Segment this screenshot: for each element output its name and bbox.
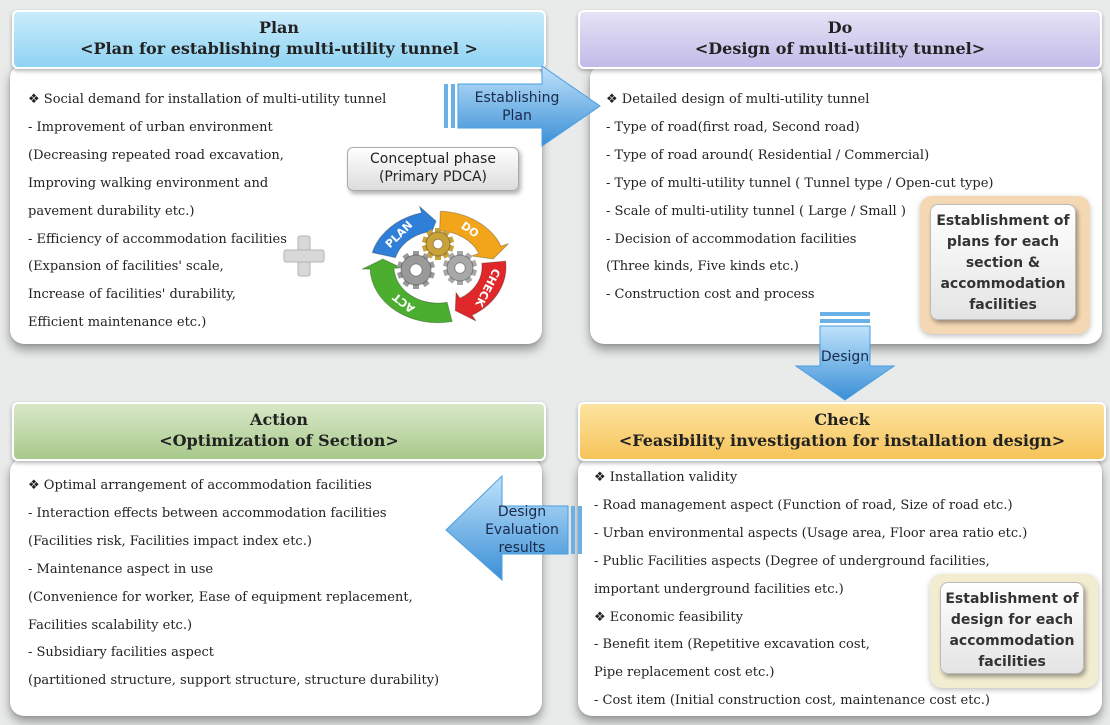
check-header: Check <Feasibility investigation for ins… — [578, 402, 1106, 461]
list-item: (partitioned structure, support structur… — [28, 673, 440, 689]
list-item: - Improvement of urban environment — [28, 119, 273, 135]
list-item: (Facilities risk, Facilities impact inde… — [28, 533, 312, 549]
check-establishment-card: Establishment of design for each accommo… — [940, 582, 1084, 674]
establishing-arrow — [444, 65, 601, 147]
list-item: Increase of facilities' durability, — [28, 287, 236, 303]
cycle-segment-check — [454, 260, 507, 322]
list-item: ❖ Optimal arrangement of accommodation f… — [28, 478, 372, 493]
do-subtitle: <Design of multi-utility tunnel> — [694, 39, 986, 58]
gear-icon — [442, 251, 478, 285]
list-item: (Decreasing repeated road excavation, — [28, 147, 284, 163]
do-establishment-card: Establishment of plans for each section … — [930, 204, 1076, 320]
evaluation-arrow — [445, 474, 582, 582]
est-line: section & — [965, 255, 1041, 271]
concept-line: Conceptual phase — [370, 151, 496, 167]
design-arrow — [794, 312, 896, 401]
list-item: important underground facilities etc.) — [594, 581, 844, 597]
do-items: ❖ Detailed design of multi-utility tunne… — [606, 86, 994, 309]
list-item: - Cost item (Initial construction cost, … — [594, 693, 990, 709]
arrow-text: Design — [497, 504, 547, 520]
est-line: facilities — [978, 654, 1046, 670]
list-item: Pipe replacement cost etc.) — [594, 665, 775, 681]
est-line: facilities — [969, 297, 1037, 313]
est-line: design for each — [950, 612, 1074, 628]
est-line: accommodation — [940, 276, 1066, 292]
evaluation-label: Design Evaluation results — [482, 503, 562, 557]
plan-items: ❖ Social demand for installation of mult… — [28, 86, 386, 337]
list-item: - Scale of multi-utility tunnel ( Large … — [606, 203, 906, 219]
conceptual-phase-label: Conceptual phase (Primary PDCA) — [347, 147, 519, 191]
list-item: ❖ Installation validity — [594, 470, 738, 485]
check-items: ❖ Installation validity - Road managemen… — [594, 464, 1027, 715]
list-item: - Type of road around( Residential / Com… — [606, 147, 930, 163]
cycle-segment-do — [439, 210, 509, 260]
list-item: - Benefit item (Repetitive excavation co… — [594, 637, 870, 653]
plus-icon — [283, 235, 325, 277]
establishing-plan-label: Establishing Plan — [462, 89, 572, 125]
gear-icon — [397, 251, 435, 289]
check-establishment-box: Establishment of design for each accommo… — [930, 574, 1098, 688]
plan-title: Plan — [258, 18, 300, 37]
list-item: ❖ Social demand for installation of mult… — [28, 92, 387, 107]
list-item: Improving walking environment and — [28, 175, 269, 191]
arrow-text: Establishing — [474, 90, 560, 106]
action-header: Action <Optimization of Section> — [12, 402, 546, 461]
do-title: Do — [827, 18, 853, 37]
action-title: Action — [250, 410, 308, 429]
est-line: accommodation — [949, 633, 1075, 649]
list-item: - Type of multi-utility tunnel ( Tunnel … — [606, 175, 994, 191]
list-item: - Type of road(first road, Second road) — [606, 119, 860, 135]
cycle-segment-plan — [371, 204, 437, 259]
list-item: Facilities scalability etc.) — [28, 617, 193, 633]
list-item: - Subsidiary facilities aspect — [28, 645, 215, 661]
est-line: Establishment of — [945, 591, 1079, 607]
est-line: plans for each — [946, 234, 1060, 250]
check-subtitle: <Feasibility investigation for installat… — [618, 431, 1066, 450]
plan-header: Plan <Plan for establishing multi-utilit… — [12, 10, 546, 69]
list-item: - Interaction effects between accommodat… — [28, 505, 387, 521]
arrow-text: results — [498, 540, 546, 556]
do-establishment-box: Establishment of plans for each section … — [920, 196, 1090, 334]
list-item: (Expansion of facilities' scale, — [28, 259, 224, 275]
concept-line: (Primary PDCA) — [378, 169, 488, 185]
list-item: pavement durability etc.) — [28, 203, 195, 219]
design-label: Design — [820, 349, 870, 365]
gear-icon — [421, 228, 455, 260]
est-line: Establishment of — [936, 213, 1070, 229]
plan-subtitle: <Plan for establishing multi-utility tun… — [80, 39, 478, 58]
list-item: - Decision of accommodation facilities — [606, 231, 857, 247]
do-header: Do <Design of multi-utility tunnel> — [578, 10, 1102, 69]
arrow-text: Evaluation — [485, 522, 559, 538]
list-item: - Construction cost and process — [606, 287, 815, 303]
action-panel — [10, 458, 542, 716]
action-subtitle: <Optimization of Section> — [159, 431, 399, 450]
list-item: - Maintenance aspect in use — [28, 561, 214, 577]
list-item: (Convenience for worker, Ease of equipme… — [28, 589, 413, 605]
list-item: - Road management aspect (Function of ro… — [594, 497, 1013, 513]
list-item: - Urban environmental aspects (Usage are… — [594, 525, 1028, 541]
check-title: Check — [814, 410, 870, 429]
list-item: - Public Facilities aspects (Degree of u… — [594, 553, 990, 569]
list-item: ❖ Economic feasibility — [594, 609, 743, 625]
list-item: ❖ Detailed design of multi-utility tunne… — [606, 92, 870, 107]
action-items: ❖ Optimal arrangement of accommodation f… — [28, 472, 439, 695]
list-item: - Efficiency of accommodation facilities — [28, 231, 287, 247]
list-item: (Three kinds, Five kinds etc.) — [606, 259, 799, 275]
arrow-text: Plan — [502, 108, 532, 124]
list-item: Efficient maintenance etc.) — [28, 315, 207, 331]
cycle-segment-act — [361, 258, 453, 324]
